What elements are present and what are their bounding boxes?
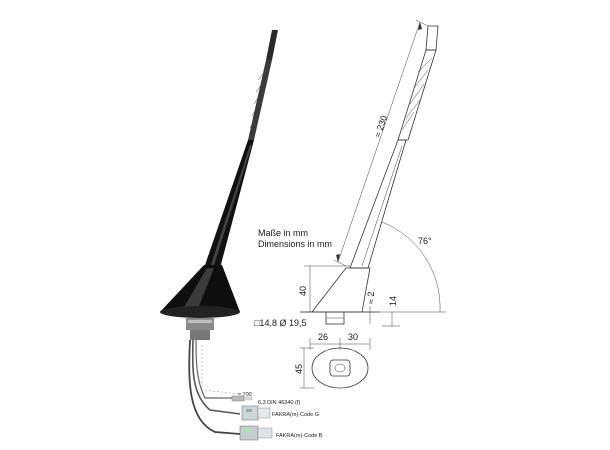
connector-fakra-g [241, 405, 271, 421]
dim-angle-arc [381, 221, 441, 313]
cable-length-label: ≈ 700 [238, 392, 252, 398]
connector-fakra-g-label: FAKRA(m)-Code G [272, 412, 319, 418]
dim-length-label: ≈ 230 [372, 114, 389, 139]
drawing-whip-twisted [397, 49, 437, 141]
cable-2 [191, 339, 241, 415]
dim-height-label: 40 [298, 286, 308, 296]
drawing-bottom-view [311, 347, 369, 389]
dim-26-label: 26 [318, 332, 328, 342]
whip-tip [266, 30, 278, 60]
dim-angle-label: 76° [418, 236, 432, 246]
base-rim [160, 306, 240, 318]
cable-1 [195, 339, 232, 399]
units-german-label: Maße in mm [258, 228, 308, 238]
drawing-whip-tip [425, 25, 439, 51]
units-english-label: Dimensions in mm [258, 239, 332, 249]
connector-fakra-b-label: FAKRA(m)-Code B [276, 433, 323, 439]
dim-14-label: 14 [388, 296, 398, 306]
drawing-base [311, 267, 371, 313]
connector-din [231, 395, 253, 402]
cable-3 [188, 339, 241, 435]
whip-twisted [248, 60, 272, 140]
antenna-product-render: ≈ 700 6,3 DIN 46340 (f) FAKRA(m)-Code G … [160, 30, 323, 441]
dim-45-label: 45 [294, 364, 304, 374]
technical-drawing: ≈ 230 76° 40 ≈ 2 14 □14,8 Ø 19,5 26 30 4… [254, 19, 446, 389]
dim-30-label: 30 [348, 332, 358, 342]
connector-fakra-b [239, 425, 273, 441]
connector-din-label: 6,3 DIN 46340 (f) [258, 400, 300, 406]
dim-hole-label: □14,8 Ø 19,5 [254, 318, 306, 328]
mounting-nut [186, 318, 214, 330]
dim-approx2-label: ≈ 2 [366, 292, 376, 304]
